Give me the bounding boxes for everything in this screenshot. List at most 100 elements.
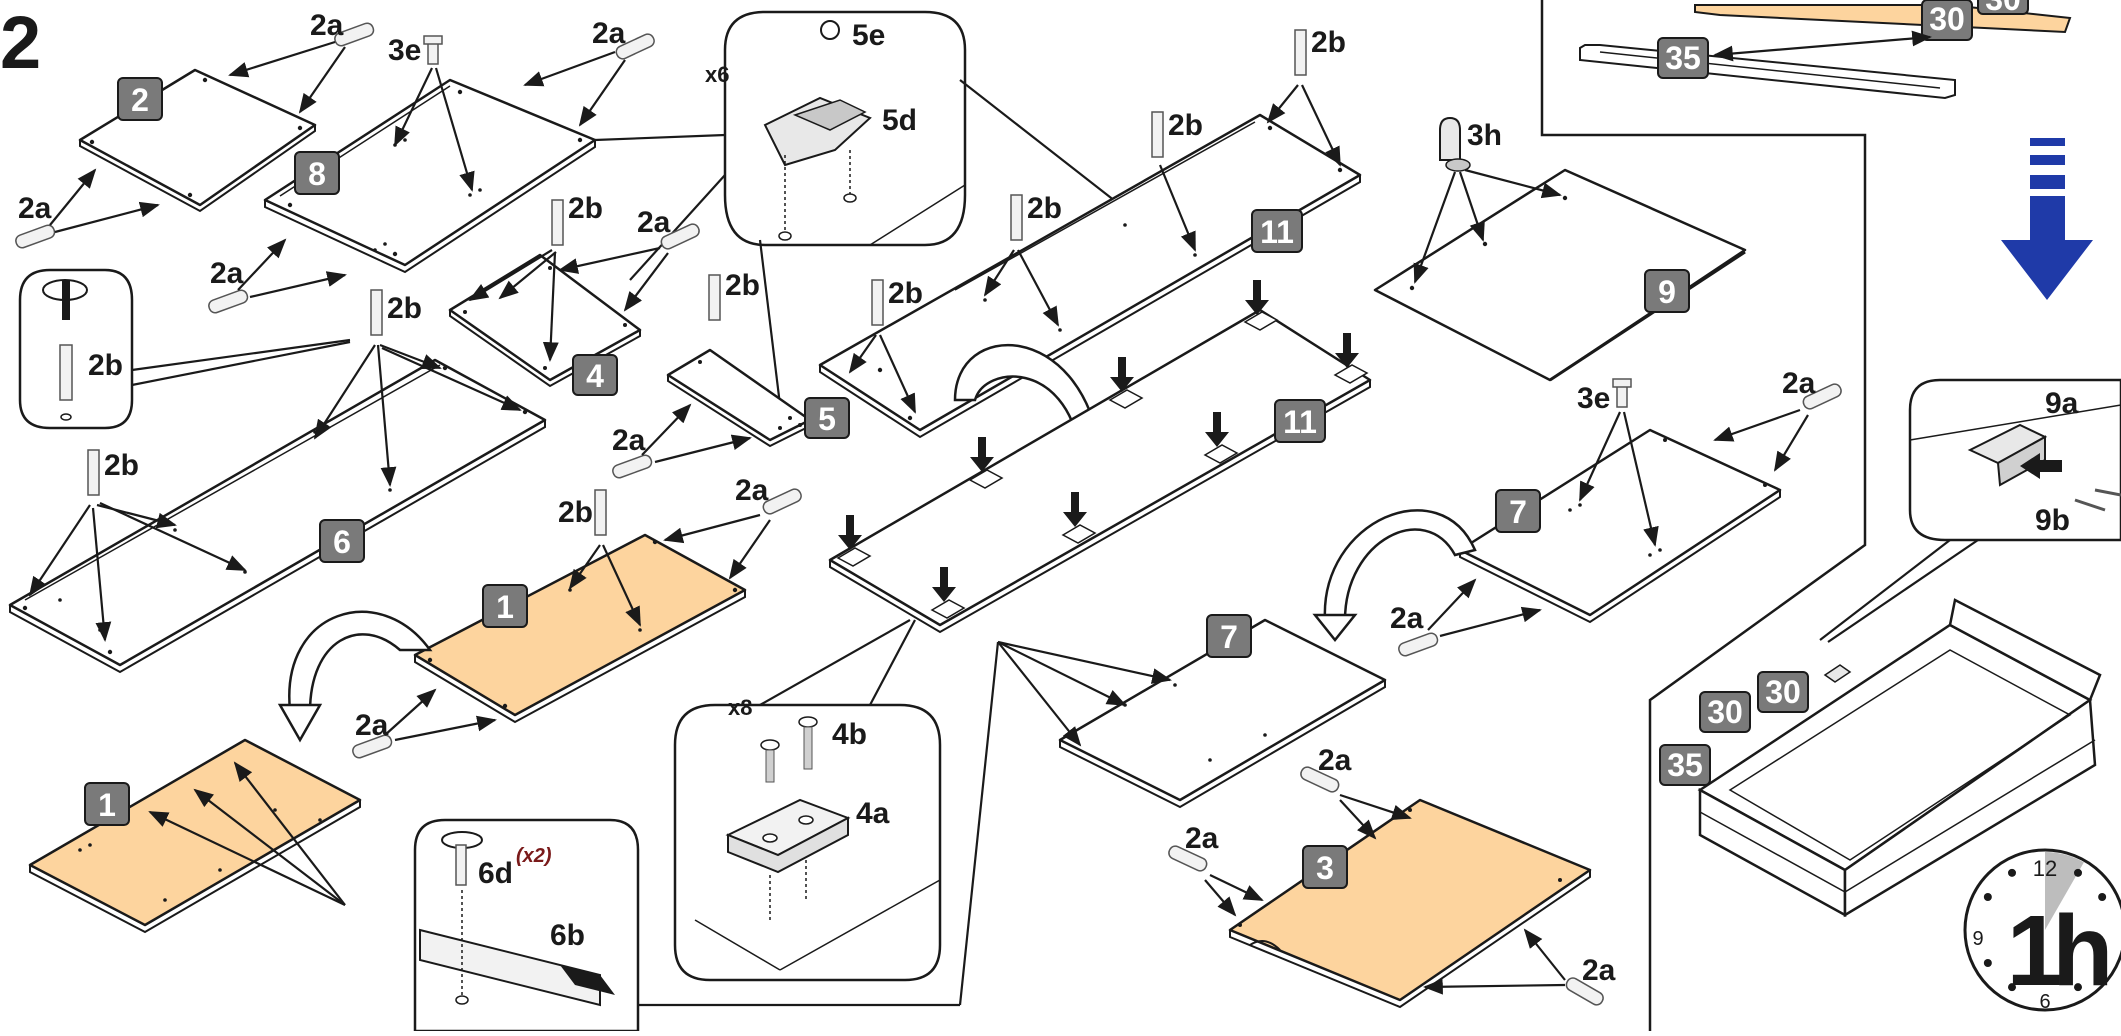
svg-text:5: 5	[818, 401, 836, 437]
clock-hour-dot	[2098, 893, 2107, 901]
cam-3e-group-1: 3e	[388, 34, 475, 192]
svg-text:2a: 2a	[1185, 822, 1219, 855]
svg-text:x6: x6	[705, 62, 729, 87]
panel-3-group: 3	[1228, 798, 1592, 1009]
svg-text:30: 30	[1707, 694, 1743, 730]
dowel-2a-group-7: 2a	[663, 474, 802, 580]
svg-text:2b: 2b	[888, 277, 923, 310]
svg-text:30: 30	[1929, 1, 1965, 37]
dowel-2a-group-8: 2a	[352, 688, 497, 759]
badge-part-30-top: 30	[1921, 0, 1973, 41]
svg-text:2b: 2b	[1311, 26, 1346, 59]
svg-text:4a: 4a	[856, 797, 890, 830]
panel-2	[78, 68, 317, 207]
svg-text:3e: 3e	[388, 34, 421, 67]
dowel-2a-group-3: 2a	[523, 17, 655, 127]
panel-8-group: 8	[263, 78, 597, 274]
badge-part-4: 4	[572, 354, 618, 396]
svg-text:9: 9	[1658, 274, 1676, 310]
dowel-2a-group-13: 2a	[1390, 578, 1542, 657]
svg-text:7: 7	[1509, 494, 1527, 530]
panel-2-group: 2	[78, 68, 317, 213]
svg-text:9a: 9a	[2045, 387, 2079, 420]
cam-2b-group-4: 2b	[28, 449, 247, 642]
clock-hour-dot	[2008, 983, 2016, 992]
badge-part-7-lower: 7	[1206, 614, 1252, 658]
svg-text:3h: 3h	[1467, 119, 1502, 152]
badge-part-11-lower: 11	[1274, 399, 1326, 443]
clock-nine: 9	[1972, 928, 1983, 950]
svg-text:5d: 5d	[882, 104, 917, 137]
cam-2b-group-2: 2b	[708, 269, 760, 321]
svg-text:8: 8	[308, 156, 326, 192]
time-estimate-clock: 12 9 6 1h	[1963, 848, 2121, 1013]
cam-3e-group-2: 3e	[1577, 378, 1659, 547]
callout-foot-pad: x8 4b 4a	[673, 619, 942, 982]
svg-text:x8: x8	[728, 695, 752, 720]
cam-2b-group-8: 2b	[1151, 109, 1203, 252]
dowel-2a-group-5: 2a	[558, 206, 700, 312]
badge-part-30-low: 30	[1699, 691, 1751, 733]
svg-text:6: 6	[333, 524, 351, 560]
cam-2b-group-1: 2b	[468, 192, 603, 362]
badge-part-8: 8	[294, 151, 340, 195]
svg-text:2b: 2b	[725, 269, 760, 302]
panel-9	[1373, 168, 1747, 382]
svg-text:11: 11	[1283, 404, 1317, 440]
badge-part-2: 2	[117, 77, 163, 121]
badge-part-11-upper: 11	[1251, 209, 1303, 253]
clock-hour-dot	[2074, 868, 2082, 877]
panel-6-group: 6	[8, 358, 547, 674]
panel-1-upper-group: 1	[413, 533, 747, 724]
svg-text:2a: 2a	[735, 474, 769, 507]
panel-4-group: 4	[448, 253, 642, 396]
svg-text:2b: 2b	[1168, 109, 1203, 142]
badge-part-6: 6	[319, 519, 365, 563]
step-number: 2	[0, 1, 41, 84]
svg-text:2b: 2b	[1027, 192, 1062, 225]
cam-2b-group-9: 2b	[1266, 26, 1346, 167]
dowel-2a-group-9: 2a	[1300, 744, 1412, 840]
svg-text:2a: 2a	[310, 9, 344, 42]
svg-text:2a: 2a	[1390, 602, 1424, 635]
panel-1-lower-group: 1	[28, 738, 362, 934]
callout-drawer-stop: 9a 9b	[1819, 378, 2121, 643]
panel-5-group: 5	[666, 348, 850, 448]
svg-text:2a: 2a	[637, 206, 671, 239]
svg-text:30: 30	[1985, 0, 2021, 17]
rails-top-right: 30 30 35	[1579, 0, 2072, 100]
svg-text:2a: 2a	[18, 192, 52, 225]
badge-part-7-upper: 7	[1495, 489, 1541, 533]
svg-text:2b: 2b	[104, 449, 139, 482]
svg-text:2a: 2a	[1582, 954, 1616, 987]
svg-text:2b: 2b	[568, 192, 603, 225]
clock-hour-dot	[2098, 959, 2107, 967]
svg-text:2a: 2a	[1318, 744, 1352, 777]
panel-3	[1228, 798, 1592, 1002]
dowel-2a-group-6: 2a	[612, 403, 752, 479]
svg-text:2b: 2b	[88, 349, 123, 382]
flip-arrow-left	[288, 610, 433, 714]
badge-part-3: 3	[1302, 845, 1348, 889]
svg-text:5e: 5e	[852, 19, 885, 52]
cam-2b-group-3: 2b	[313, 289, 522, 487]
svg-text:30: 30	[1765, 674, 1801, 710]
clock-twelve: 12	[2033, 856, 2057, 881]
badge-part-5: 5	[804, 397, 850, 439]
clock-elapsed-wedge	[2045, 852, 2084, 930]
panel-7-lower-group: 7	[958, 614, 1387, 1006]
down-arrow-markers	[838, 280, 1359, 602]
sub-step-frame	[1540, 0, 1867, 1031]
panel-7-upper-group: 7	[1458, 428, 1782, 624]
connector-3h-group: 3h	[1413, 116, 1562, 284]
quantity-x2: (x2)	[516, 845, 552, 867]
badge-part-9: 9	[1644, 269, 1690, 313]
badge-part-30-mid: 30	[1757, 671, 1809, 713]
svg-text:9b: 9b	[2035, 504, 2070, 537]
svg-text:2b: 2b	[387, 292, 422, 325]
clock-six: 6	[2039, 991, 2050, 1013]
svg-text:2a: 2a	[210, 257, 244, 290]
panel-9-group: 9	[1373, 168, 1747, 382]
